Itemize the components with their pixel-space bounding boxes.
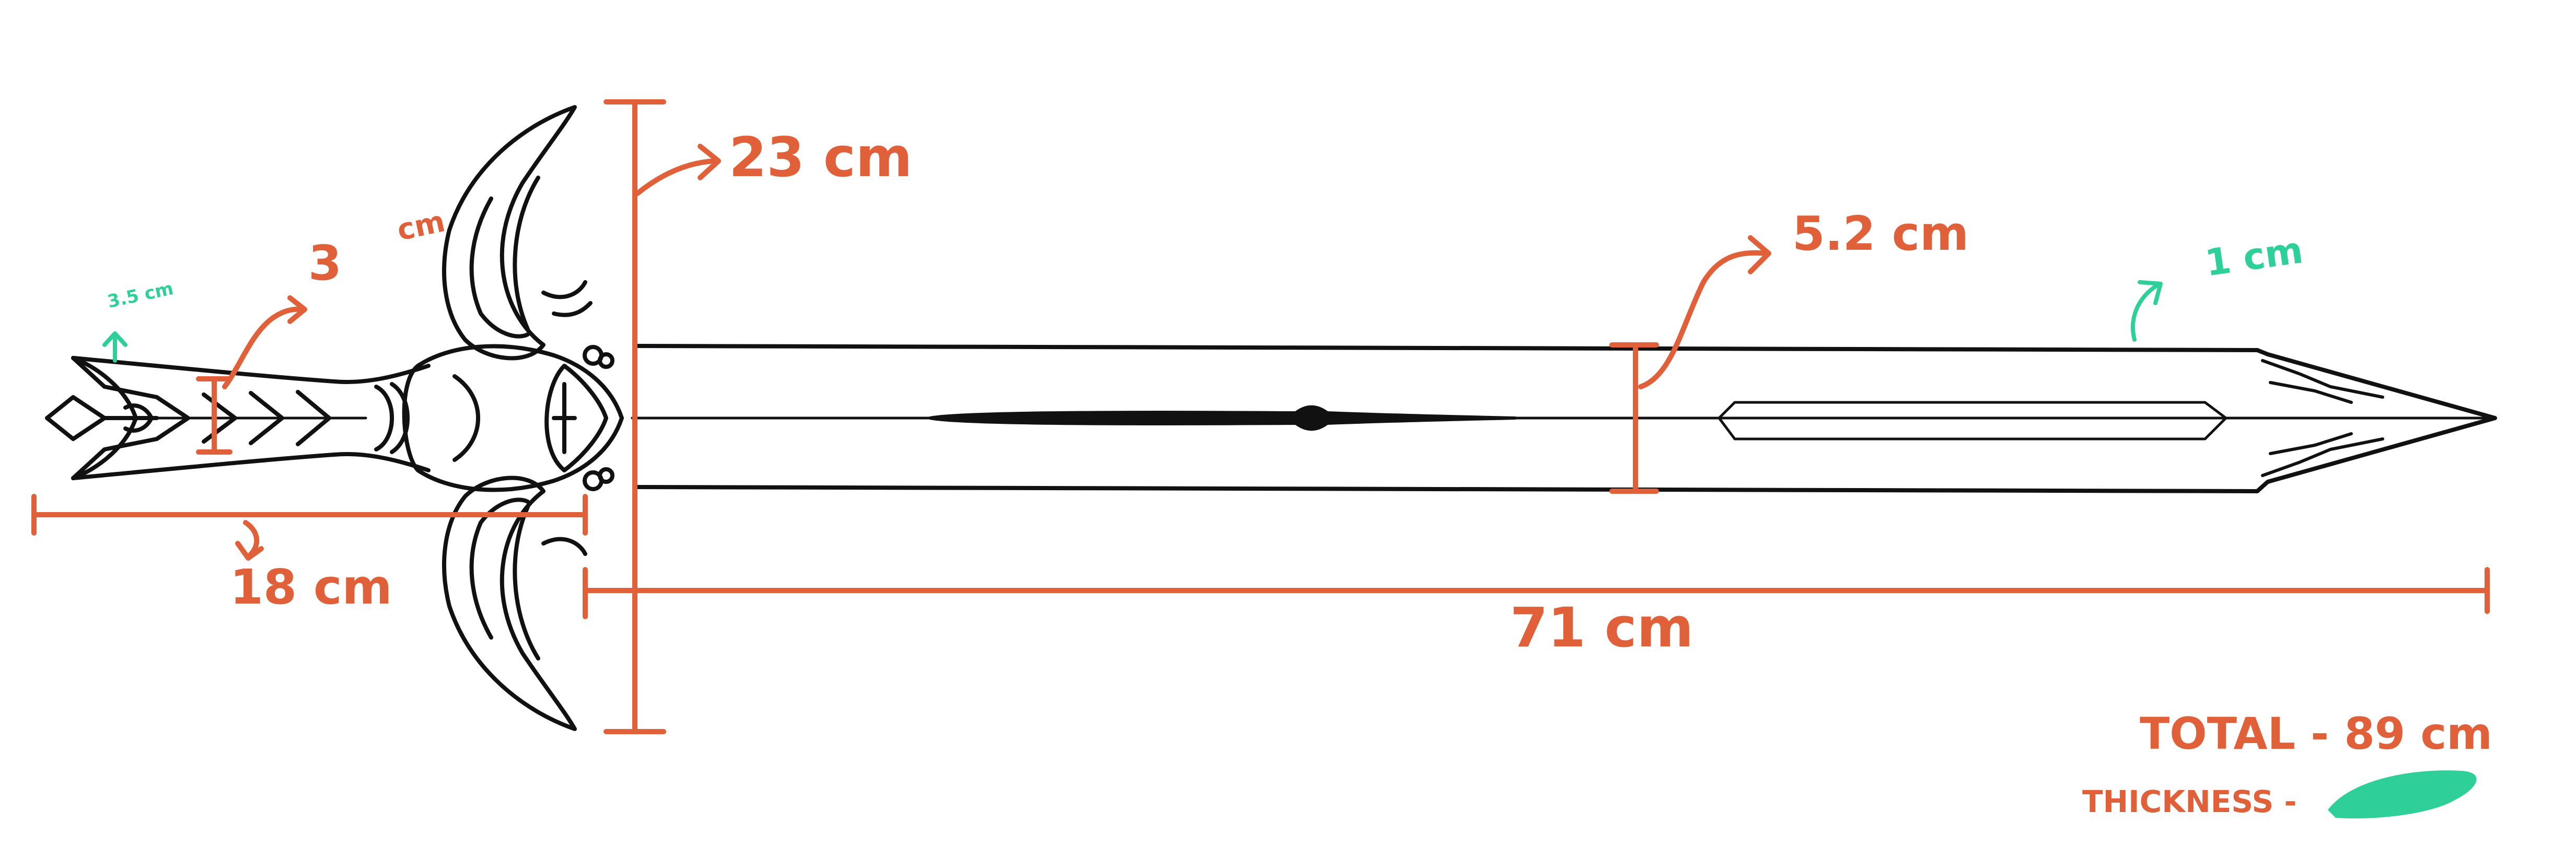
hilt-length-label: 18 cm [230,559,392,615]
grip-width-line [196,295,307,455]
guard-height-label: 23 cm [729,125,912,189]
sword [45,105,2497,731]
blade-width-label: 5.2 cm [1792,206,1969,261]
blade-length-label: 71 cm [1510,596,1693,659]
guard-height-line [604,99,721,734]
thickness-arrow [2131,280,2163,342]
dimension-lines [31,99,2490,734]
thickness-swatch [2328,770,2477,819]
crossguard [402,105,624,731]
blade [631,344,2497,493]
grip [71,356,431,480]
pommel [45,356,159,480]
thickness-legend-label: THICKNESS - [2082,784,2297,819]
grip-width-label: 3 [308,235,342,291]
hilt-length-line [31,494,588,561]
blade-width-line [1609,235,1771,494]
thickness-annotations [102,280,2163,363]
pommel-width-arrow [102,331,127,363]
total-length-label: TOTAL - 89 cm [2140,708,2492,759]
blade-length-line [583,567,2490,619]
